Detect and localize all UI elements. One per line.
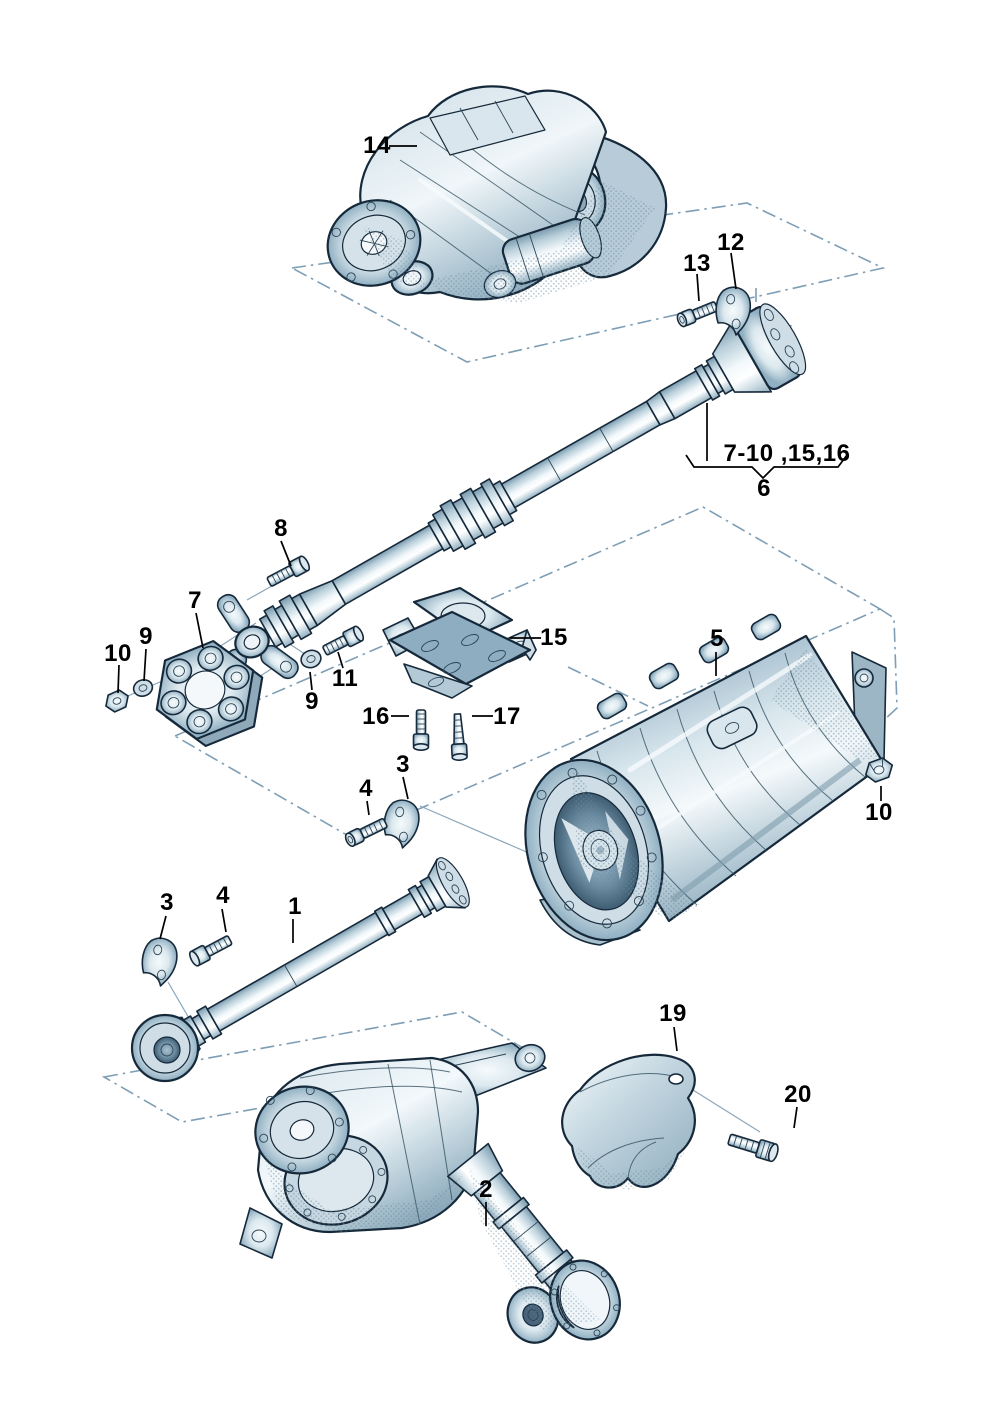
bolt-17-drawing bbox=[450, 713, 468, 762]
bolt-13-drawing bbox=[676, 301, 719, 328]
boundary-fragment-gearbox bbox=[841, 608, 898, 758]
clip-12-drawing bbox=[715, 286, 752, 336]
nut-10-left-drawing bbox=[105, 689, 129, 713]
bolt-11-drawing bbox=[322, 625, 365, 656]
bolt-20-drawing bbox=[727, 1133, 779, 1163]
bolt-16-drawing bbox=[412, 709, 430, 752]
bolt-4-left-drawing bbox=[188, 935, 233, 967]
bolt-8-drawing bbox=[266, 555, 311, 587]
front-differential-drawing bbox=[239, 1042, 621, 1344]
leader-lines bbox=[117, 145, 882, 1226]
rear-differential-drawing bbox=[326, 85, 668, 303]
flex-disc-bolt-bosses bbox=[160, 645, 250, 735]
front-propshaft-drawing bbox=[130, 857, 470, 1083]
gearbox-drawing bbox=[524, 613, 887, 946]
nut-10-right-drawing bbox=[864, 757, 894, 783]
front-diff-input-flange bbox=[254, 1085, 350, 1175]
flex-disc-drawing bbox=[155, 639, 264, 748]
boundary-fragment-mid bbox=[567, 666, 649, 707]
washer-9-left-drawing bbox=[132, 679, 154, 697]
front-propshaft-cv-bell bbox=[130, 1013, 200, 1083]
callout-6-bracket bbox=[685, 454, 848, 480]
boundary-box-rear-axle bbox=[289, 202, 886, 363]
bolt-4-middle-drawing bbox=[344, 817, 388, 848]
rear-propshaft-drawing bbox=[211, 303, 807, 686]
heat-shield-drawing bbox=[561, 1053, 696, 1190]
bearing-bracket-drawing bbox=[382, 586, 537, 699]
clip-3-left-drawing bbox=[141, 937, 178, 987]
washer-9-right-drawing bbox=[300, 649, 322, 669]
